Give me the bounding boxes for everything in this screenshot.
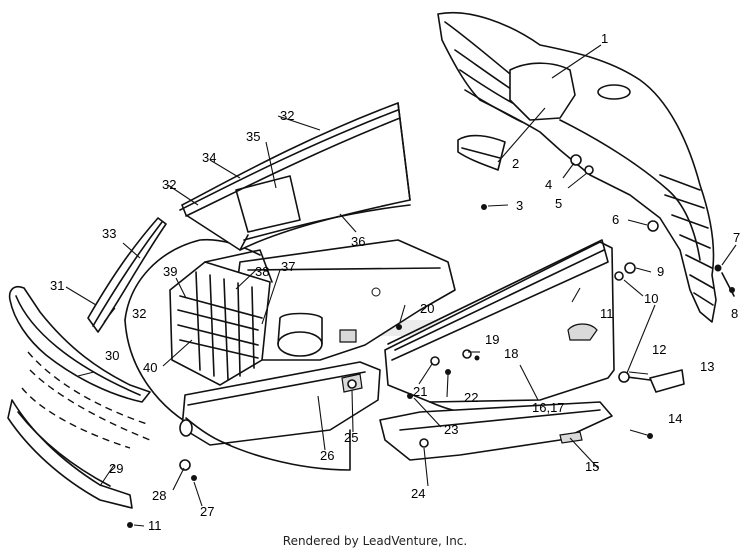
callout-2: 2 bbox=[512, 156, 519, 171]
callout-19: 19 bbox=[485, 332, 499, 347]
screw-12 bbox=[618, 371, 630, 383]
nut-6 bbox=[627, 219, 659, 232]
callout-32-left: 32 bbox=[132, 306, 146, 321]
leader-lines bbox=[65, 44, 656, 527]
callout-25: 25 bbox=[344, 430, 358, 445]
screw-3 bbox=[481, 204, 509, 210]
callout-6: 6 bbox=[612, 212, 619, 227]
callout-23: 23 bbox=[444, 422, 458, 437]
callout-21: 21 bbox=[413, 384, 427, 399]
callout-33: 33 bbox=[102, 226, 116, 241]
right-side-panel bbox=[384, 239, 615, 418]
callout-10: 10 bbox=[644, 291, 658, 306]
callout-34: 34 bbox=[202, 150, 216, 165]
callout-36: 36 bbox=[351, 234, 365, 249]
center-floor-panel bbox=[234, 239, 456, 361]
callout-16-17: 16,17 bbox=[532, 400, 565, 415]
callout-9: 9 bbox=[657, 264, 664, 279]
callout-30: 30 bbox=[105, 348, 119, 363]
callout-35: 35 bbox=[246, 129, 260, 144]
callout-38: 38 bbox=[255, 264, 269, 279]
front-bumper-part bbox=[8, 285, 151, 403]
callout-7: 7 bbox=[733, 230, 740, 245]
callout-24: 24 bbox=[411, 486, 425, 501]
callout-14: 14 bbox=[668, 411, 682, 426]
callout-13: 13 bbox=[700, 359, 714, 374]
callout-18: 18 bbox=[504, 346, 518, 361]
lower-skirt-part bbox=[379, 401, 613, 461]
callout-5: 5 bbox=[555, 196, 562, 211]
callout-29: 29 bbox=[109, 461, 123, 476]
callout-39: 39 bbox=[163, 264, 177, 279]
callout-26: 26 bbox=[320, 448, 334, 463]
dash-panel-part bbox=[179, 102, 411, 251]
callout-4: 4 bbox=[545, 177, 552, 192]
callout-8: 8 bbox=[731, 306, 738, 321]
trim-piece-33 bbox=[87, 217, 167, 333]
hardware-cluster bbox=[127, 324, 480, 528]
latch-part bbox=[619, 369, 685, 393]
callout-1: 1 bbox=[601, 31, 608, 46]
callout-31: 31 bbox=[50, 278, 64, 293]
bolt-7-8 bbox=[714, 244, 737, 297]
callout-12: 12 bbox=[652, 342, 666, 357]
bolt-4-5 bbox=[562, 154, 594, 189]
hood-part bbox=[437, 12, 717, 323]
callout-22: 22 bbox=[464, 390, 478, 405]
nut-9-10 bbox=[614, 262, 652, 297]
callout-3: 3 bbox=[516, 198, 523, 213]
callout-27: 27 bbox=[200, 504, 214, 519]
air-baffle-part bbox=[457, 134, 506, 171]
callout-11-upper: 11 bbox=[600, 306, 614, 321]
callout-32-top: 32 bbox=[280, 108, 294, 123]
front-panel-part bbox=[179, 361, 381, 446]
callout-40: 40 bbox=[143, 360, 157, 375]
callout-15: 15 bbox=[585, 459, 599, 474]
callout-20: 20 bbox=[420, 301, 434, 316]
lower-grille-part bbox=[7, 351, 151, 509]
callout-labels: 1 2 3 4 5 6 7 8 9 10 11 12 13 14 15 16,1… bbox=[50, 31, 740, 533]
screw-14 bbox=[629, 429, 653, 439]
footer-credit: Rendered by LeadVenture, Inc. bbox=[282, 534, 468, 548]
callout-37: 37 bbox=[281, 259, 295, 274]
callout-28: 28 bbox=[152, 488, 166, 503]
radiator-screen-part bbox=[169, 249, 273, 386]
callout-32-mid: 32 bbox=[162, 177, 176, 192]
callout-11-lower: 11 bbox=[148, 518, 162, 533]
